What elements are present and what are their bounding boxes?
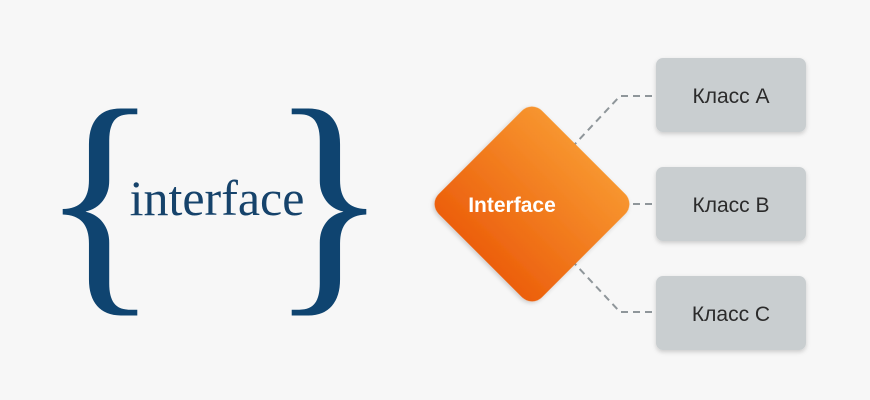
- arrow-class-c-to-interface: [557, 245, 652, 313]
- class-a-label: Класс A: [692, 85, 769, 108]
- interface-node: Interface: [434, 106, 630, 302]
- open-brace: {: [40, 60, 160, 337]
- close-brace: }: [269, 60, 389, 337]
- class-c-box: Класс C: [656, 276, 806, 350]
- arrow-class-a-to-interface: [557, 95, 652, 163]
- class-c-label: Класс C: [692, 303, 770, 326]
- class-a-box: Класс A: [656, 58, 806, 132]
- interface-keyword: interface: [130, 170, 305, 226]
- class-b-label: Класс B: [692, 194, 769, 217]
- interface-node-label: Interface: [468, 194, 556, 217]
- class-b-box: Класс B: [656, 167, 806, 241]
